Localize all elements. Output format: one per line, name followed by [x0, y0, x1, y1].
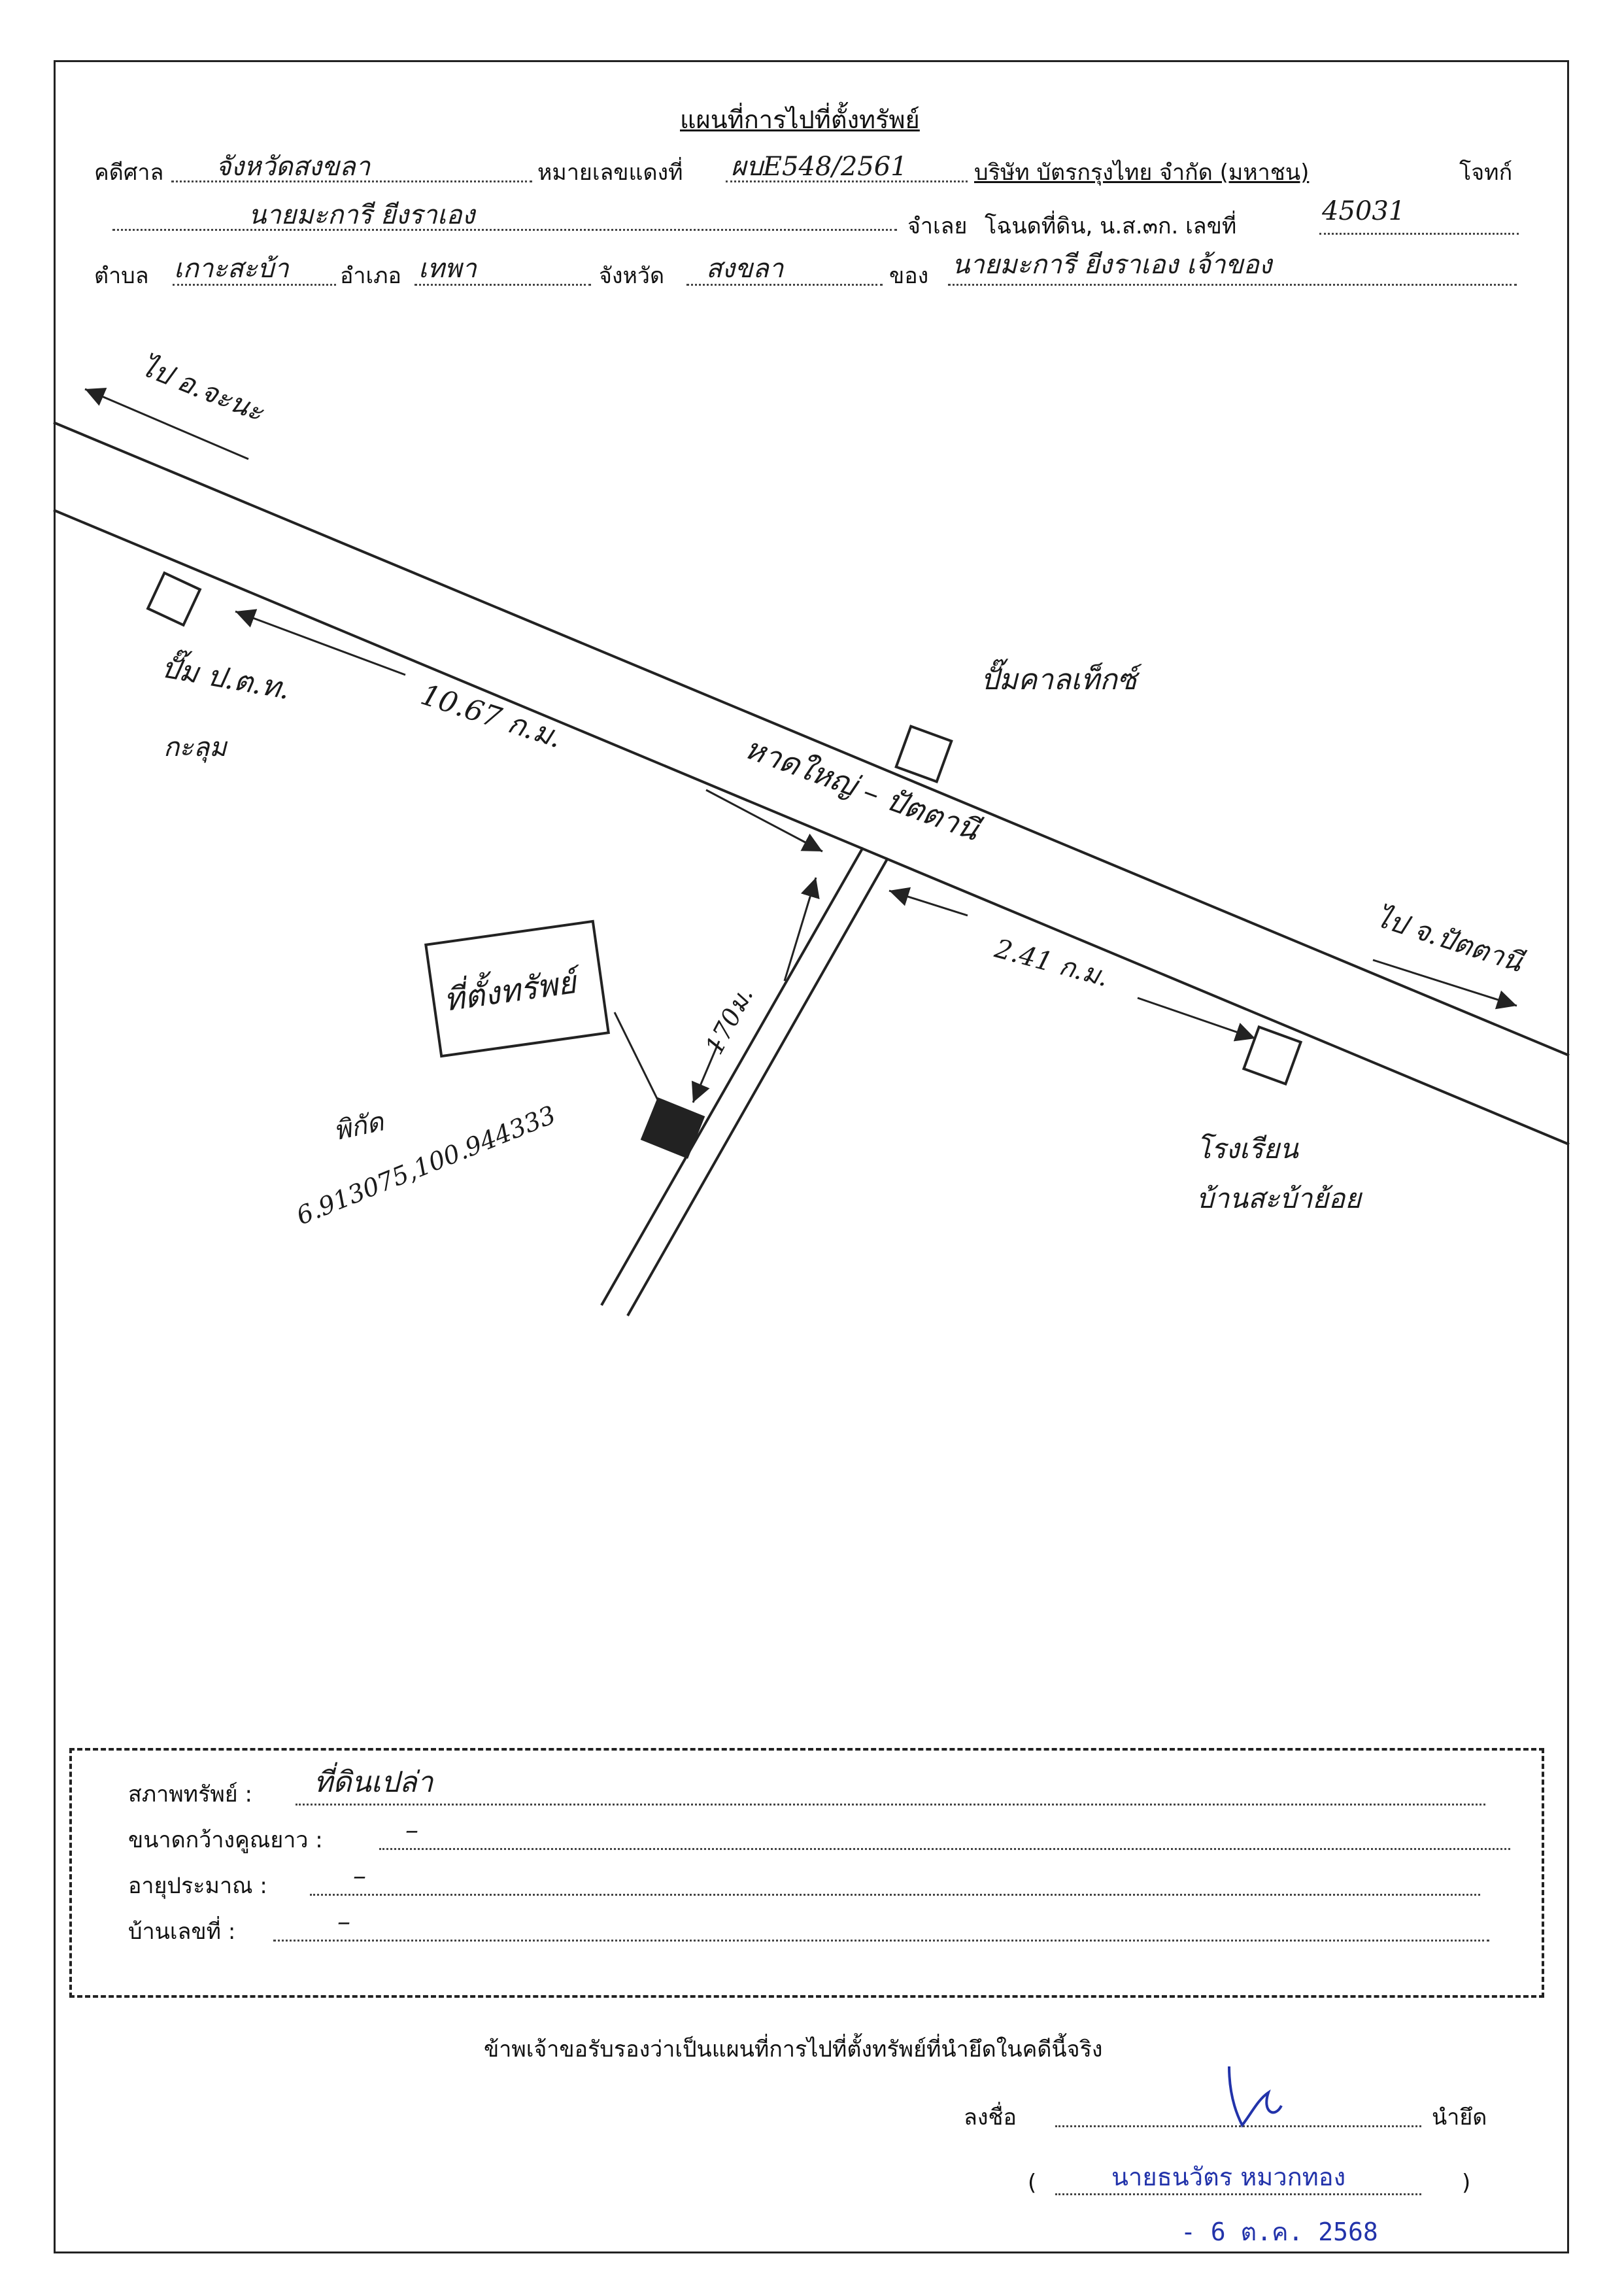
school-line1: โรงเรียน	[1196, 1133, 1298, 1165]
condition-value: ที่ดินเปล่า	[314, 1766, 433, 1799]
house-value: –	[337, 1907, 350, 1937]
sign-label: ลงชื่อ	[964, 2104, 1017, 2131]
arrow-to-pattani	[1372, 959, 1517, 1010]
dist-pump-arrow-left	[235, 609, 406, 676]
age-value: –	[353, 1861, 366, 1891]
open-paren: (	[1028, 2170, 1037, 2196]
province-label: จังหวัด	[599, 263, 665, 289]
province-value: สงขลา	[706, 254, 784, 284]
dist-side-arrow-down	[691, 1040, 720, 1103]
page-frame	[54, 60, 1569, 2253]
deed-value: 45031	[1322, 196, 1406, 226]
page-title: แผนที่การไปที่ตั้งทรัพย์	[680, 105, 920, 134]
property-marker	[640, 1097, 705, 1159]
pump-sub: กะลุม	[163, 732, 227, 762]
main-road-lower-line	[53, 509, 1570, 1146]
deed-label: โฉนดที่ดิน, น.ส.๓ก. เลขที่	[985, 213, 1237, 239]
owner-dotline	[948, 284, 1517, 286]
court-value: จังหวัดสงขลา	[216, 152, 371, 182]
arrow-to-chana	[84, 388, 249, 460]
amphoe-value: เทพา	[418, 254, 477, 284]
defendant-value: นายมะการี ยีงราเอง	[248, 200, 475, 230]
school-landmark-square	[1242, 1025, 1303, 1086]
condition-dotline	[296, 1804, 1485, 1806]
main-road-upper-line	[53, 421, 1570, 1057]
dist-pump-arrow-right	[705, 789, 823, 853]
signature-scribble	[1228, 2066, 1283, 2128]
sign-role: นำยึด	[1432, 2104, 1487, 2131]
defendant-label: จำเลย	[907, 213, 968, 239]
size-label: ขนาดกว้างคูณยาว :	[128, 1827, 323, 1853]
condition-label: สภาพทรัพย์ :	[128, 1781, 252, 1807]
signer-name: นายธนวัตร หมวกทอง	[1111, 2163, 1346, 2191]
sign-dotline	[1055, 2125, 1421, 2127]
owner-value: นายมะการี ยีงราเอง เจ้าของ	[952, 250, 1272, 280]
court-label: คดีศาล	[94, 160, 164, 186]
amphoe-label: อำเภอ	[340, 263, 401, 289]
side-road-right-line	[626, 857, 889, 1316]
date-stamp: - 6 ต.ค. 2568	[1181, 2217, 1378, 2246]
certify-text: ข้าพเจ้าขอรับรองว่าเป็นแผนที่การไปที่ตั้…	[484, 2036, 1103, 2063]
defendant-dotline	[112, 229, 897, 231]
shop-landmark-square	[894, 725, 953, 783]
size-dotline	[379, 1848, 1510, 1850]
amphoe-dotline	[414, 284, 591, 286]
tambon-label: ตำบล	[94, 263, 149, 289]
plaintiff-label: โจทก์	[1459, 160, 1513, 186]
dist-school-arrow-left	[888, 887, 968, 917]
age-label: อายุประมาณ :	[128, 1873, 267, 1899]
redcase-label: หมายเลขแดงที่	[537, 160, 683, 186]
house-label: บ้านเลขที่ :	[128, 1919, 236, 1945]
deed-dotline	[1319, 233, 1519, 235]
size-value: –	[405, 1815, 418, 1845]
close-paren: )	[1462, 2170, 1471, 2196]
school-line2: บ้านสะบ้าย้อย	[1196, 1182, 1361, 1214]
redcase-value: ผบE548/2561	[731, 152, 907, 182]
property-details-box	[69, 1748, 1544, 1998]
redcase-dotline	[726, 180, 968, 182]
side-road-left-line	[600, 847, 864, 1306]
owner-label: ของ	[889, 263, 929, 289]
house-dotline	[273, 1940, 1489, 1942]
court-dotline	[171, 180, 532, 182]
province-dotline	[686, 284, 883, 286]
dist-side-arrow-up	[783, 877, 820, 982]
pump-landmark-square	[146, 571, 202, 627]
name-dotline	[1055, 2193, 1421, 2195]
tambon-value: เกาะสะบ้า	[174, 254, 289, 284]
shop-label: ปั๊มคาลเท็กซ์	[981, 663, 1137, 696]
age-dotline	[310, 1894, 1480, 1896]
property-label-box	[424, 919, 610, 1058]
plaintiff-name: บริษัท บัตรกรุงไทย จำกัด (มหาชน)	[974, 160, 1310, 186]
property-leader-line	[613, 1012, 662, 1106]
dist-school-arrow-right	[1137, 997, 1256, 1042]
tambon-dotline	[173, 284, 336, 286]
